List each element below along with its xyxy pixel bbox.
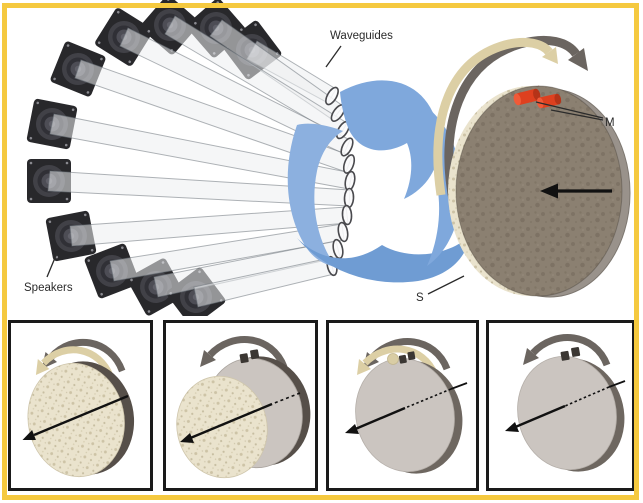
bare-disc	[517, 346, 625, 472]
speakers-pointer-line	[46, 252, 58, 278]
sub-panel-2	[163, 320, 318, 491]
foam-disc	[176, 375, 268, 479]
label-waveguides: Waveguides	[330, 30, 393, 42]
sub-panel-3	[326, 320, 479, 491]
m-pointer-line	[550, 109, 604, 121]
magnets	[239, 349, 260, 364]
sub-panel-4	[486, 320, 635, 491]
tan-rotation-arrow	[433, 37, 558, 196]
foam-disc	[27, 361, 135, 478]
sub-panel-1	[8, 320, 153, 491]
waveguides-pointer-line	[325, 45, 342, 68]
waveguide-outlets	[325, 86, 356, 277]
m-pointer-line	[535, 101, 604, 119]
main-panel-figure: Waveguides Speakers M S	[24, 0, 631, 316]
incidence-arrow	[180, 392, 301, 443]
incidence-arrow	[345, 382, 468, 434]
rotation-arrows	[433, 35, 588, 206]
incidence-arrow	[505, 380, 626, 432]
label-speakers: Speakers	[24, 282, 73, 294]
magnets	[398, 351, 416, 364]
gray-rotation-arrow	[444, 35, 588, 206]
label-s: S	[416, 292, 424, 304]
magnets	[560, 346, 581, 361]
label-m: M	[605, 117, 615, 129]
s-pointer-line	[427, 275, 465, 295]
rotation-arrows	[523, 334, 611, 367]
incidence-arrow	[22, 394, 129, 440]
incidence-arrow	[540, 183, 612, 199]
bare-disc	[355, 351, 463, 474]
rotation-arrows	[200, 336, 288, 369]
tan-ball	[387, 353, 399, 365]
